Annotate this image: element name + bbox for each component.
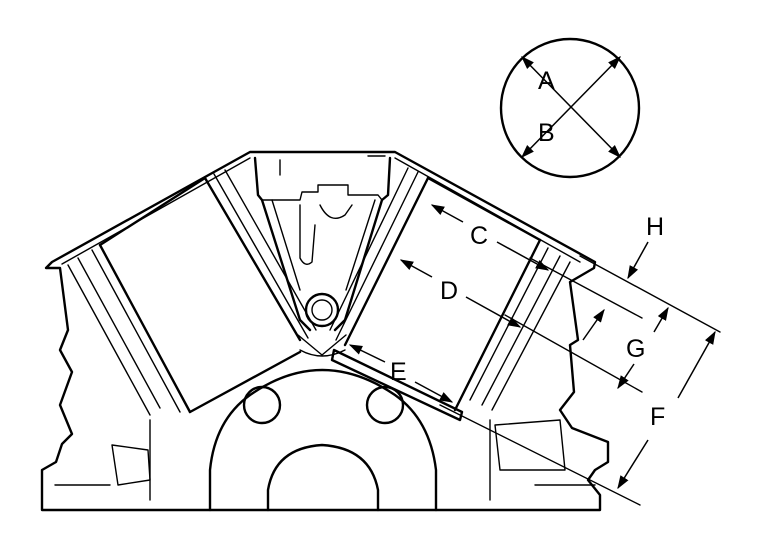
right-cylinder-bore xyxy=(329,167,571,412)
crankcase xyxy=(54,348,596,512)
label-g: G xyxy=(626,335,645,363)
label-a: A xyxy=(538,67,555,95)
dimension-labels: A B C D E F G H xyxy=(390,67,665,431)
block-outline xyxy=(40,150,610,512)
dimension-lines xyxy=(348,204,721,506)
lifter-valley xyxy=(253,155,392,332)
label-h: H xyxy=(646,213,664,241)
left-cylinder-bore xyxy=(67,169,317,416)
label-b: B xyxy=(538,119,555,147)
label-f: F xyxy=(650,403,665,431)
bore-diameter-detail xyxy=(499,37,641,179)
cam-bore xyxy=(297,292,347,356)
label-c: C xyxy=(470,222,488,250)
label-d: D xyxy=(440,277,458,305)
label-e: E xyxy=(390,358,407,386)
